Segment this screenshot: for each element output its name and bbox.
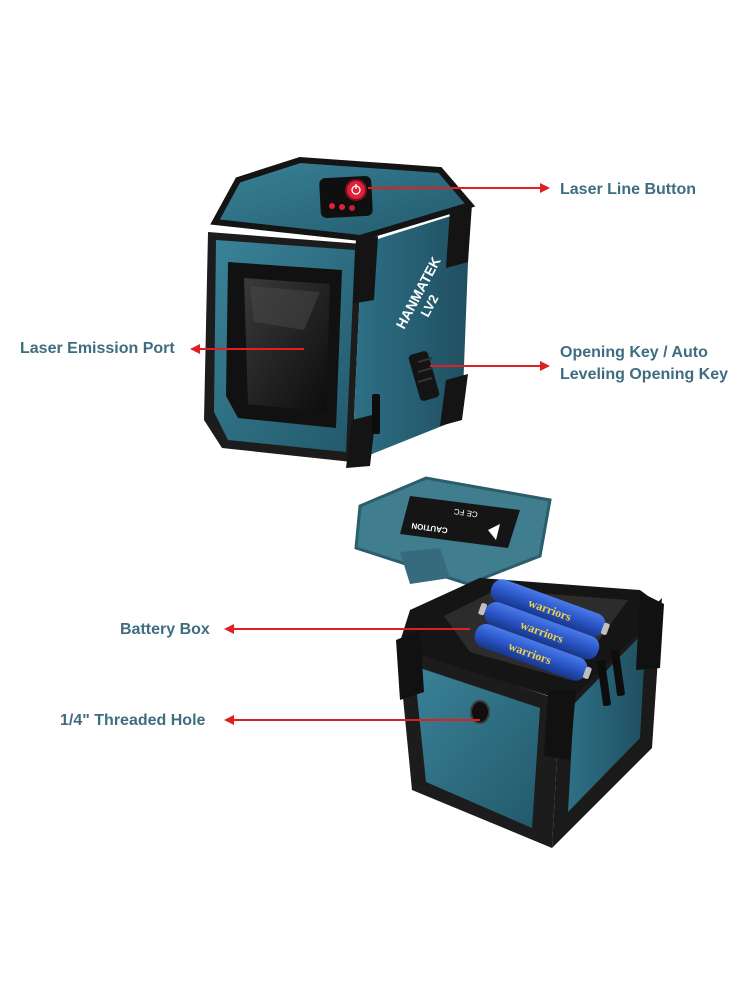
battery-1	[490, 579, 606, 637]
indicator-led-2	[339, 204, 345, 210]
battery-2	[484, 601, 600, 660]
callout-threaded-hole-text: 1/4" Threaded Hole	[60, 712, 206, 729]
opening-key-switch[interactable]	[408, 350, 440, 402]
callout-battery-box-text: Battery Box	[120, 621, 210, 638]
laser-level-battery-view: CAUTION CE FC warriors warriors	[354, 476, 664, 848]
laser-level-device: HANMATEK LV2	[204, 156, 476, 468]
indicator-led-3	[349, 205, 355, 211]
threaded-hole	[470, 700, 490, 724]
callout-battery-box: Battery Box	[120, 619, 210, 641]
callout-threaded-hole: 1/4" Threaded Hole	[60, 710, 205, 732]
caution-label	[400, 496, 520, 548]
callout-arrows	[190, 183, 550, 725]
callout-laser-line-button: Laser Line Button	[560, 179, 696, 201]
callout-opening-key-line2: Leveling Opening Key	[560, 366, 729, 383]
indicator-led-1	[329, 203, 335, 209]
laser-warning-icon	[488, 524, 500, 540]
callout-opening-key: Opening Key / Auto Leveling Opening Key	[560, 342, 728, 386]
callout-laser-line-button-text: Laser Line Button	[560, 181, 697, 198]
batteries: warriors warriors warriors	[474, 579, 610, 681]
certification-marks: CE FC	[453, 507, 478, 519]
power-button-icon[interactable]	[345, 179, 367, 201]
callout-laser-emission-port-text: Laser Emission Port	[20, 340, 175, 357]
button-panel	[319, 175, 373, 219]
callout-laser-emission-port: Laser Emission Port	[20, 338, 175, 360]
battery-3	[474, 623, 588, 681]
callout-opening-key-line1: Opening Key / Auto	[560, 344, 708, 361]
